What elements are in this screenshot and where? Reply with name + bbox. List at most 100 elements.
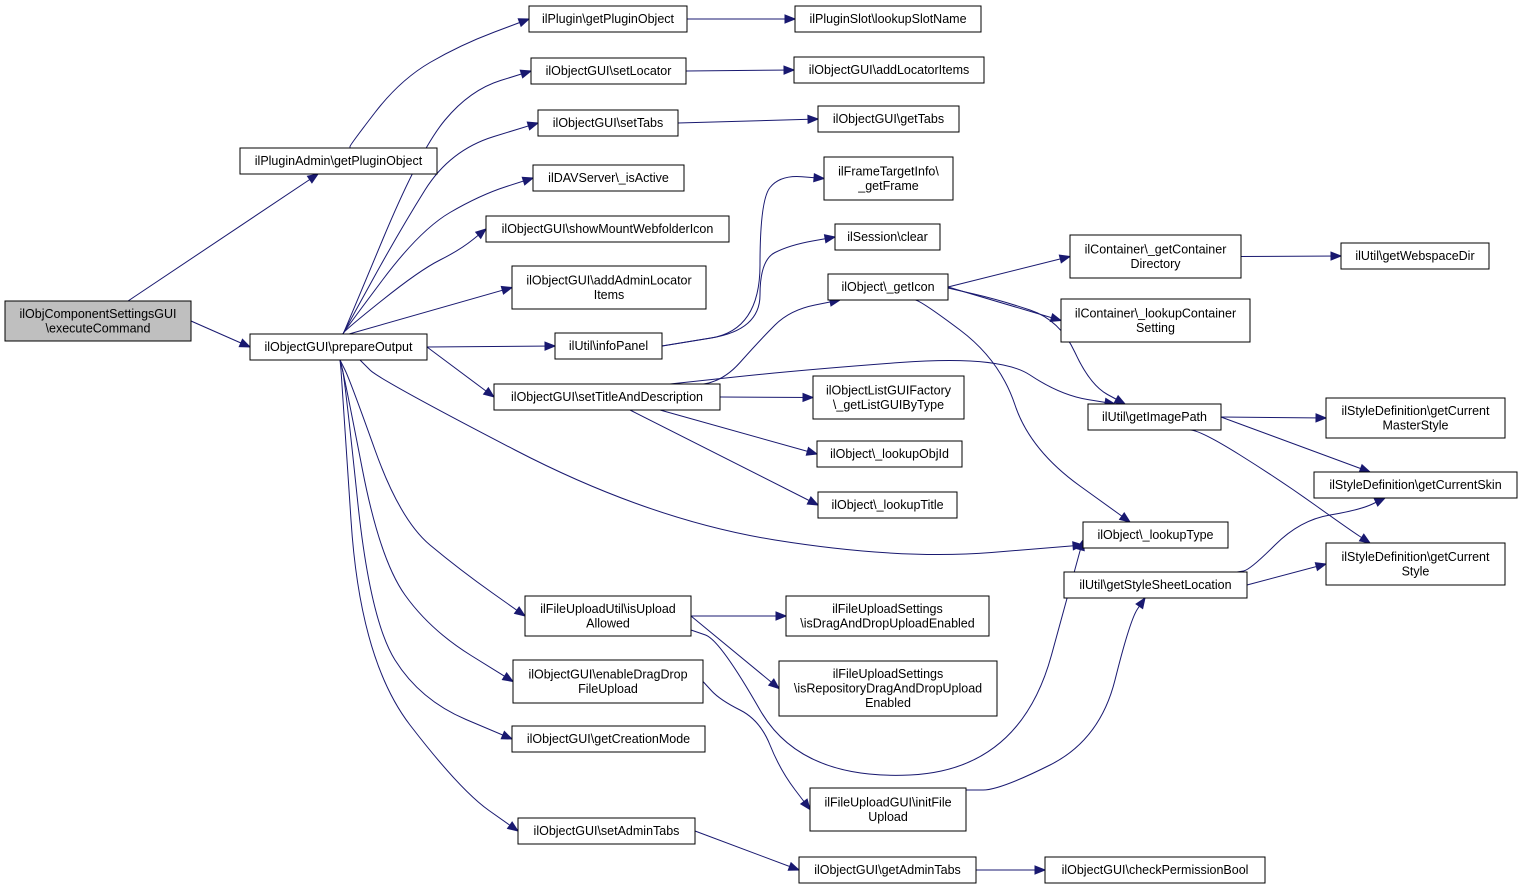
node-label: ilSession\clear — [847, 230, 928, 244]
arrowhead-icon — [1058, 254, 1072, 264]
node-pluginadmin[interactable]: ilPluginAdmin\getPluginObject — [239, 147, 438, 175]
edge-cdir-to-webspace — [1240, 251, 1343, 261]
node-creation[interactable]: ilObjectGUI\getCreationMode — [511, 725, 706, 753]
node-label: ilUtil\getImagePath — [1102, 410, 1207, 424]
arrowhead-icon — [306, 173, 320, 184]
node-repodnd[interactable]: ilFileUploadSettings\isRepositoryDragAnd… — [778, 660, 998, 717]
edge-prepare-to-lookuptype — [359, 359, 1085, 556]
node-mount[interactable]: ilObjectGUI\showMountWebfolderIcon — [485, 215, 730, 243]
node-slot[interactable]: ilPluginSlot\lookupSlotName — [794, 5, 982, 33]
node-skin[interactable]: ilStyleDefinition\getCurrentSkin — [1313, 471, 1518, 499]
edge-imagepath-to-master — [1220, 413, 1328, 423]
arrowhead-icon — [784, 14, 797, 24]
node-label: \executeCommand — [46, 321, 151, 335]
node-label: ilFileUploadUtil\isUpload — [540, 602, 676, 616]
node-label: \isDragAndDropUploadEnabled — [800, 616, 974, 630]
edge-settitle-to-listfactory — [719, 392, 815, 403]
node-box — [554, 332, 663, 360]
node-box — [778, 660, 998, 717]
edge-getadmin-to-checkperm — [976, 865, 1047, 875]
node-prepare[interactable]: ilObjectGUI\prepareOutput — [249, 333, 428, 361]
arrowhead-icon — [823, 234, 837, 244]
node-settabs[interactable]: ilObjectGUI\setTabs — [537, 109, 679, 137]
node-label: ilObjectGUI\enableDragDrop — [528, 667, 687, 681]
edge-stylesheet-to-curstyle — [1246, 562, 1328, 586]
arrowhead-icon — [1373, 497, 1387, 507]
node-label: ilFileUploadSettings — [833, 667, 943, 681]
node-getadmin[interactable]: ilObjectGUI\getAdminTabs — [798, 856, 977, 884]
node-label: ilContainer\_lookupContainer — [1075, 306, 1236, 320]
node-label: ilObjectGUI\addAdminLocator — [526, 273, 691, 287]
node-label: ilObjectGUI\setLocator — [546, 64, 672, 78]
arrowhead-icon — [775, 611, 788, 621]
node-lookuptitle[interactable]: ilObject\_lookupTitle — [817, 491, 958, 519]
arrowhead-icon — [1049, 312, 1063, 323]
node-plugin_get[interactable]: ilPlugin\getPluginObject — [528, 5, 688, 33]
call-edges — [127, 14, 1387, 875]
arrowhead-icon — [767, 678, 781, 690]
arrowhead-icon — [1118, 512, 1132, 523]
node-settitle[interactable]: ilObjectGUI\setTitleAndDescription — [493, 383, 721, 411]
node-label: ilContainer\_getContainer — [1085, 242, 1227, 256]
arrowhead-icon — [501, 671, 515, 683]
node-label: _getFrame — [857, 179, 918, 193]
node-session[interactable]: ilSession\clear — [834, 223, 941, 251]
edge-prepare-to-settitle — [426, 346, 496, 398]
node-label: ilObjectGUI\getCreationMode — [527, 732, 690, 746]
node-stylesheet[interactable]: ilUtil\getStyleSheetLocation — [1063, 571, 1248, 599]
node-label: ilObjectListGUIFactory — [826, 383, 952, 397]
node-setlocator[interactable]: ilObjectGUI\setLocator — [530, 57, 687, 85]
node-box — [1044, 856, 1266, 884]
arrowhead-icon — [783, 65, 796, 75]
node-label: ilPluginAdmin\getPluginObject — [255, 154, 423, 168]
node-root[interactable]: ilObjComponentSettingsGUI\executeCommand — [4, 300, 192, 342]
node-label: ilObjectGUI\setTabs — [553, 116, 663, 130]
edge-isupload-to-lookuptype — [690, 538, 1085, 776]
edge-isupload-to-dnd — [691, 611, 788, 621]
node-gettabs[interactable]: ilObjectGUI\getTabs — [817, 105, 960, 133]
node-infopanel[interactable]: ilUtil\infoPanel — [554, 332, 663, 360]
node-objid[interactable]: ilObject\_lookupObjId — [816, 440, 963, 468]
node-frame[interactable]: ilFrameTargetInfo\_getFrame — [823, 156, 954, 201]
node-dav[interactable]: ilDAVServer\_isActive — [532, 164, 685, 192]
node-box — [823, 156, 954, 201]
node-label: ilObject\_lookupObjId — [830, 447, 949, 461]
node-listfactory[interactable]: ilObjectListGUIFactory\_getListGUIByType — [812, 375, 965, 420]
node-label: ilUtil\getStyleSheetLocation — [1079, 578, 1231, 592]
edge-settitle-to-lookuptitle — [629, 409, 820, 506]
edge-setlocator-to-addlocator — [685, 65, 796, 75]
edge-initfile-to-stylesheet — [965, 596, 1146, 791]
node-dnd[interactable]: ilFileUploadSettings\isDragAndDropUpload… — [785, 595, 990, 637]
edge-isupload-to-repodnd — [690, 615, 781, 690]
node-geticon[interactable]: ilObject\_getIcon — [827, 273, 949, 301]
node-addlocator[interactable]: ilObjectGUI\addLocatorItems — [793, 56, 985, 84]
node-label: ilObjectGUI\addLocatorItems — [809, 63, 970, 77]
node-box — [1060, 298, 1251, 343]
node-box — [511, 725, 706, 753]
node-box — [798, 856, 977, 884]
node-label: FileUpload — [578, 682, 638, 696]
arrowhead-icon — [1358, 533, 1372, 544]
node-box — [1325, 397, 1506, 439]
node-label: ilDAVServer\_isActive — [548, 171, 669, 185]
arrowhead-icon — [1330, 251, 1343, 261]
node-lookuptype[interactable]: ilObject\_lookupType — [1082, 521, 1229, 549]
node-label: ilObjectGUI\getTabs — [833, 112, 944, 126]
node-webspace[interactable]: ilUtil\getWebspaceDir — [1340, 242, 1490, 270]
arrowhead-icon — [799, 798, 811, 811]
node-checkperm[interactable]: ilObjectGUI\checkPermissionBool — [1044, 856, 1266, 884]
node-imagepath[interactable]: ilUtil\getImagePath — [1087, 403, 1222, 431]
node-box — [1082, 521, 1229, 549]
node-label: ilObject\_getIcon — [841, 280, 934, 294]
node-setadmin[interactable]: ilObjectGUI\setAdminTabs — [517, 817, 696, 845]
edge-prepare-to-isupload — [339, 359, 527, 617]
